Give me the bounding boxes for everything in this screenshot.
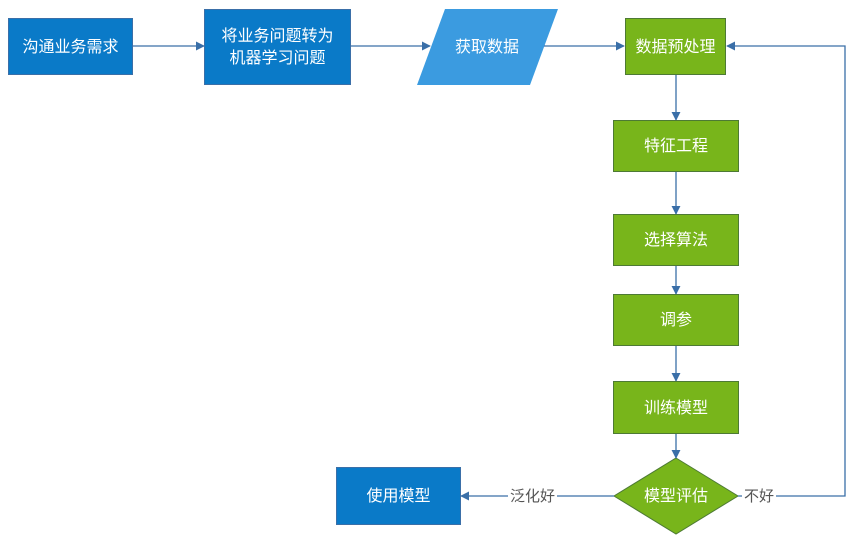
node-label: 调参 <box>659 310 692 329</box>
node-label: 特征工程 <box>643 136 708 155</box>
node-evaluate-model: 模型评估 <box>614 458 738 534</box>
node-feature-engineering: 特征工程 <box>613 120 739 172</box>
node-label: 沟通业务需求 <box>22 36 119 56</box>
node-communicate-requirements: 沟通业务需求 <box>8 18 133 75</box>
node-label: 数据预处理 <box>635 36 716 56</box>
node-convert-problem: 将业务问题转为 机器学习问题 <box>204 9 351 85</box>
arrow-evaluate-feedback-to-preprocess <box>726 41 846 497</box>
node-tuning: 调参 <box>613 294 739 346</box>
acquire-data-shape <box>417 9 558 85</box>
node-label: 使用模型 <box>366 486 431 505</box>
edge-label-not-good: 不好 <box>742 487 777 505</box>
evaluate-model-shape <box>613 457 739 535</box>
node-label: 训练模型 <box>643 397 708 417</box>
node-label: 选择算法 <box>643 230 708 249</box>
node-use-model: 使用模型 <box>336 467 461 525</box>
node-acquire-data: 获取数据 <box>430 9 544 85</box>
node-label: 获取数据 <box>454 37 519 56</box>
node-select-algorithm: 选择算法 <box>613 214 739 266</box>
node-label: 模型评估 <box>643 486 708 505</box>
edge-label-good-generalization: 泛化好 <box>508 487 558 505</box>
node-preprocess: 数据预处理 <box>625 18 726 75</box>
node-label: 将业务问题转为 机器学习问题 <box>221 26 334 67</box>
node-train-model: 训练模型 <box>613 381 739 434</box>
